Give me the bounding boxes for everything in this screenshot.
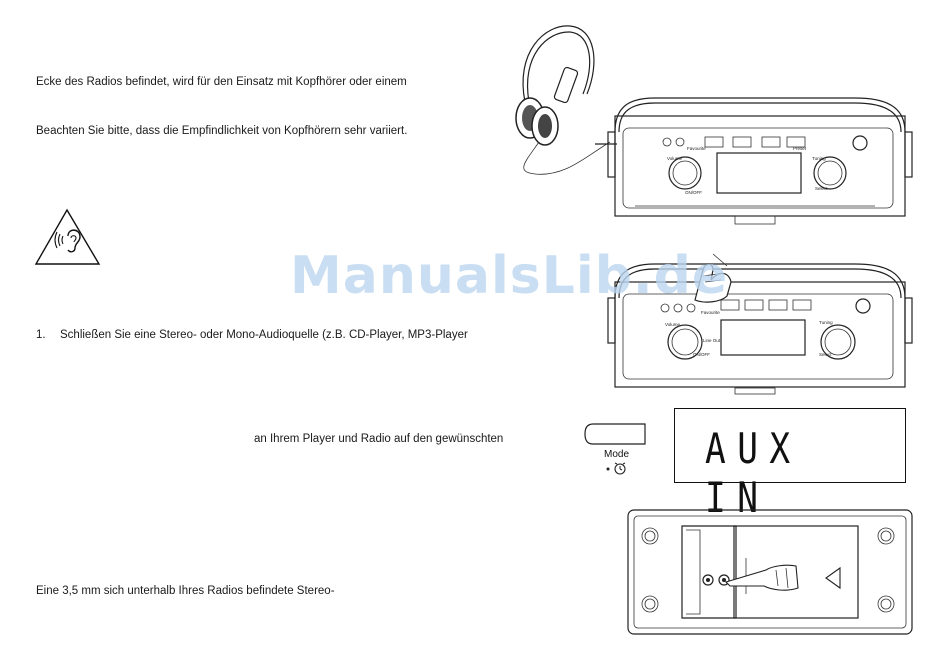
svg-text:Volume: Volume [665,322,681,327]
instruction-line-jack: Eine 3,5 mm sich unterhalb Ihres Radios … [36,585,335,597]
svg-text:Favourite: Favourite [701,310,720,315]
radio-bottom-view-illustration [627,509,913,635]
svg-text:ON/OFF: ON/OFF [693,352,710,357]
step-1-text: Schließen Sie eine Stereo- oder Mono-Aud… [60,329,468,341]
svg-text:Favourite: Favourite [687,146,706,151]
mode-button-label: Mode [604,449,630,460]
step-number: 1. [36,329,46,341]
radio-illustration-middle: Favourite Volume Tuning ON/OFF Select Li… [607,253,913,395]
headphones-illustration [515,25,611,175]
svg-text:Tuning: Tuning [812,156,826,161]
svg-text:Volume: Volume [667,156,683,161]
svg-text:ON/OFF: ON/OFF [685,190,702,195]
radio-illustration-top: Favourite Preset Volume Tuning ON/OFF Se… [595,97,913,225]
lcd-display-text: AUX IN [705,424,802,522]
lcd-display: AUX IN [674,408,906,522]
mode-button-icon [584,423,646,475]
svg-text:Select: Select [815,186,828,191]
svg-text:Line Out: Line Out [703,338,721,343]
instruction-line-sensitivity: Beachten Sie bitte, dass die Empfindlich… [36,125,408,137]
instruction-line-headphone: Ecke des Radios befindet, wird für den E… [36,76,407,88]
svg-text:Tuning: Tuning [819,320,833,325]
svg-text:Preset: Preset [793,146,807,151]
watermark: ManualsLib.de [290,246,729,306]
svg-text:Select: Select [819,352,832,357]
instruction-line-player: an Ihrem Player und Radio auf den gewüns… [254,433,504,445]
hearing-warning-icon [34,208,101,265]
